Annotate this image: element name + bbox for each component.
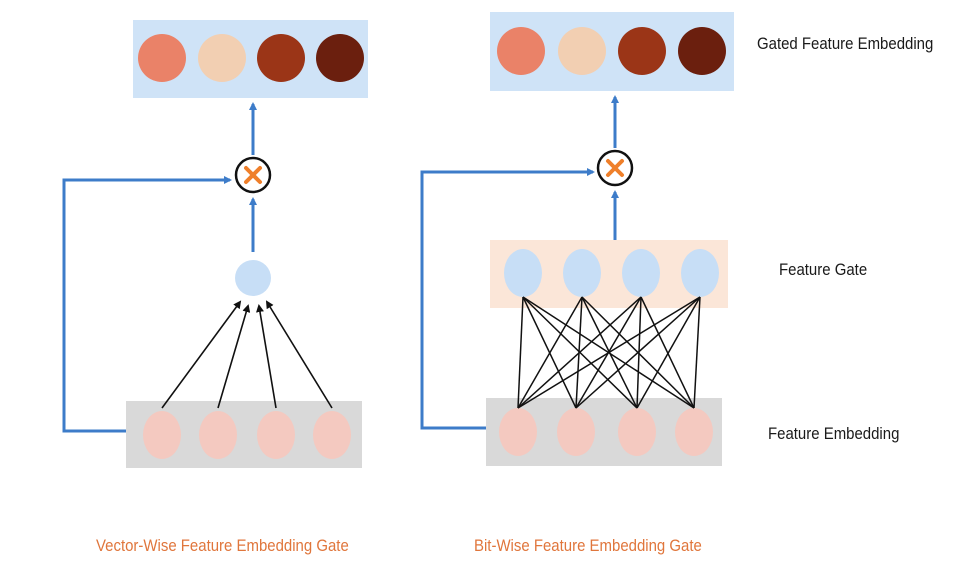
- feature-gate-block: [490, 240, 728, 308]
- gated-circle-4: [316, 34, 364, 82]
- gated-circle-2: [558, 27, 606, 75]
- bit-wise-panel: [420, 12, 734, 466]
- gated-circle-3: [618, 27, 666, 75]
- vector-gate-node: [235, 260, 271, 296]
- feature-embedding-label: Feature Embedding: [768, 424, 900, 443]
- skip-connection-left: [62, 176, 232, 433]
- feature-gate-label: Feature Gate: [779, 260, 868, 279]
- gated-embedding-block-right: [490, 12, 734, 91]
- multiply-icon: [596, 149, 634, 187]
- embedding-circle-4: [313, 411, 351, 459]
- vector-wise-caption: Vector-Wise Feature Embedding Gate: [96, 536, 349, 555]
- gated-embedding-block-left: [133, 20, 368, 98]
- gated-circle-2: [198, 34, 246, 82]
- embedding-circle-2: [199, 411, 237, 459]
- bit-gate-connections: [517, 296, 701, 409]
- embedding-circle-1: [499, 408, 537, 456]
- gated-circle-1: [138, 34, 186, 82]
- embedding-circle-4: [675, 408, 713, 456]
- embedding-circle-1: [143, 411, 181, 459]
- gate-circle-1: [504, 249, 542, 297]
- multiply-icon: [234, 156, 272, 194]
- skip-connection-right: [420, 168, 595, 430]
- embedding-circle-3: [257, 411, 295, 459]
- vector-gate-connections: [161, 300, 333, 409]
- gated-circle-4: [678, 27, 726, 75]
- gate-circle-3: [622, 249, 660, 297]
- gated-circle-1: [497, 27, 545, 75]
- gate-circle-4: [681, 249, 719, 297]
- vector-wise-panel: [62, 20, 368, 468]
- embedding-circle-2: [557, 408, 595, 456]
- gate-circle-2: [563, 249, 601, 297]
- feature-embedding-block-right: [486, 398, 722, 466]
- embedding-circle-3: [618, 408, 656, 456]
- bit-wise-caption: Bit-Wise Feature Embedding Gate: [474, 536, 702, 555]
- gated-circle-3: [257, 34, 305, 82]
- feature-embedding-block-left: [126, 401, 362, 468]
- gated-feature-embedding-label: Gated Feature Embedding: [757, 34, 934, 53]
